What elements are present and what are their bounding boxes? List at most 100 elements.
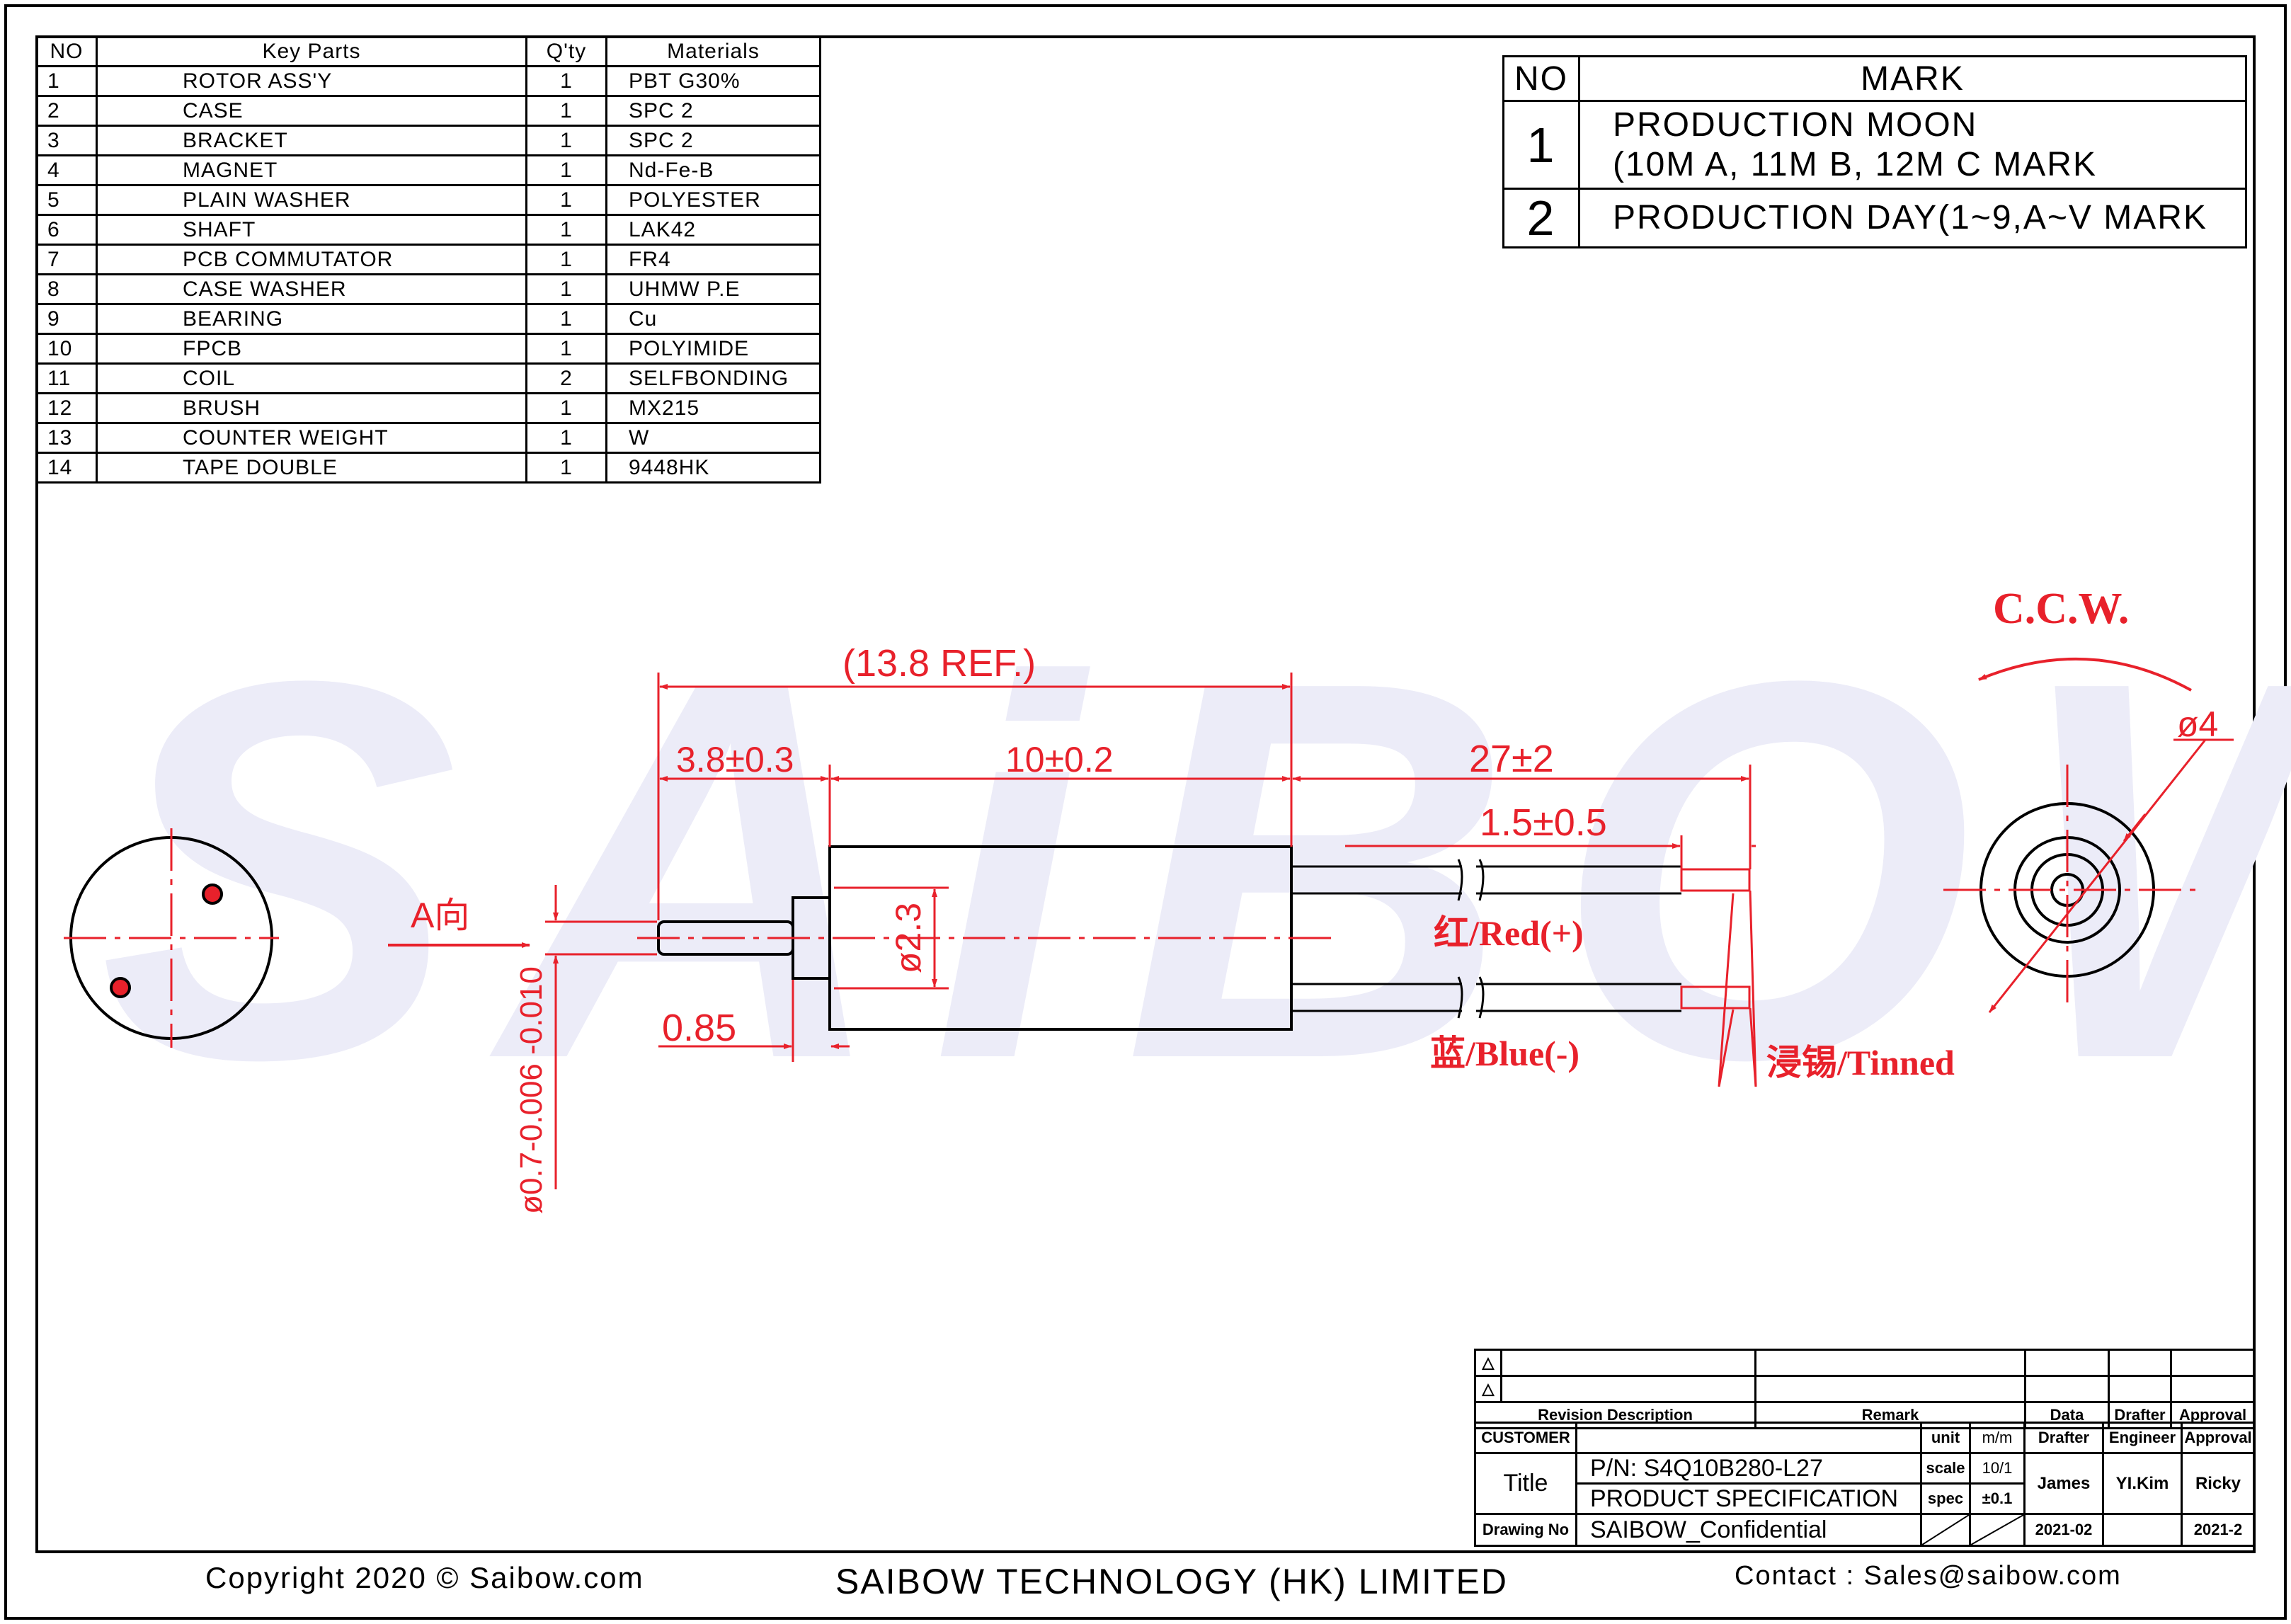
mark-row-text: PRODUCTION MOON(10M A, 11M B, 12M C MARK [1578, 100, 2247, 190]
parts-cell: PCB COMMUTATOR [96, 244, 527, 275]
parts-cell: PLAIN WASHER [96, 184, 527, 216]
parts-cell: 1 [525, 333, 607, 365]
parts-cell: 1 [525, 303, 607, 335]
engineer-label: Engineer [2102, 1422, 2183, 1454]
parts-cell: COUNTER WEIGHT [96, 422, 527, 454]
parts-cell: POLYESTER [605, 184, 821, 216]
dim-body-diameter: ø2.3 [889, 903, 928, 973]
unit-label: unit [1920, 1422, 1971, 1454]
mark-row-no: 2 [1502, 188, 1580, 248]
parts-cell: FR4 [605, 244, 821, 275]
parts-cell: MX215 [605, 392, 821, 424]
parts-cell: 4 [35, 154, 98, 186]
parts-cell: 3 [35, 125, 98, 156]
parts-cell: LAK42 [605, 214, 821, 246]
outer-border [4, 4, 2287, 1620]
parts-cell: FPCB [96, 333, 527, 365]
parts-cell: SELFBONDING [605, 362, 821, 394]
parts-cell: UHMW P.E [605, 273, 821, 305]
parts-cell: 1 [525, 452, 607, 484]
parts-cell: CASE WASHER [96, 273, 527, 305]
blue-wire-label: 蓝/Blue(-) [1430, 1034, 1579, 1073]
parts-cell: PBT G30% [605, 65, 821, 97]
parts-cell: MAGNET [96, 154, 527, 186]
parts-cell: 9448HK [605, 452, 821, 484]
parts-cell: COIL [96, 362, 527, 394]
parts-cell: 5 [35, 184, 98, 216]
company-name: SAIBOW TECHNOLOGY (HK) LIMITED [835, 1562, 1508, 1601]
parts-cell: 2 [525, 362, 607, 394]
parts-cell: BRACKET [96, 125, 527, 156]
parts-cell: 1 [525, 392, 607, 424]
end-view-left [64, 828, 279, 1048]
dim-overall: (13.8 REF.) [842, 642, 1036, 685]
engineer-name: YI.Kim [2102, 1452, 2183, 1515]
tinned-label: 浸锡/Tinned [1766, 1043, 1955, 1082]
mark-row-text: PRODUCTION DAY(1~9,A~V MARK [1578, 188, 2247, 248]
revision-icon: △ [1474, 1375, 1502, 1403]
parts-cell: 2 [35, 95, 98, 127]
watermark: SAiBOW [99, 570, 2291, 1171]
parts-header-0: NO [35, 35, 98, 67]
parts-cell: 9 [35, 303, 98, 335]
end-view-right [1943, 657, 2234, 1013]
parts-cell: POLYIMIDE [605, 333, 821, 365]
parts-cell: W [605, 422, 821, 454]
mark-header-mark: MARK [1578, 55, 2247, 102]
unit-value: m/m [1969, 1422, 2026, 1454]
title-label: Title [1474, 1452, 1577, 1515]
parts-cell: 7 [35, 244, 98, 275]
title-block: △ △ Revision Description Remark Data Dra… [1474, 1349, 2256, 1429]
view-direction-label: A向 [411, 896, 469, 935]
parts-cell: 11 [35, 362, 98, 394]
parts-cell: 14 [35, 452, 98, 484]
parts-cell: 1 [525, 214, 607, 246]
parts-cell: 13 [35, 422, 98, 454]
dimension-lines [545, 673, 1757, 1189]
parts-cell: 1 [35, 65, 98, 97]
parts-cell: SPC 2 [605, 125, 821, 156]
part-number: P/N: S4Q10B280-L27 [1575, 1452, 1922, 1485]
parts-cell: BRUSH [96, 392, 527, 424]
dim-end-diameter: ø4 [2177, 704, 2218, 744]
parts-cell: TAPE DOUBLE [96, 452, 527, 484]
date-drafted: 2021-02 [2023, 1513, 2104, 1547]
parts-cell: Cu [605, 303, 821, 335]
drawing-frame [35, 35, 2256, 1553]
parts-cell: ROTOR ASS'Y [96, 65, 527, 97]
mark-row-no: 1 [1502, 100, 1580, 190]
motor-side-view [637, 845, 1751, 1031]
parts-cell: 10 [35, 333, 98, 365]
approval-label: Approval [2181, 1422, 2256, 1454]
dim-wire-length: 27±2 [1469, 738, 1554, 780]
parts-cell: CASE [96, 95, 527, 127]
contact-link[interactable]: Contact : Sales@saibow.com [1735, 1561, 2122, 1591]
mark-table: NO MARK 1 PRODUCTION MOON(10M A, 11M B, … [1502, 55, 2247, 248]
date-approved: 2021-2 [2181, 1513, 2256, 1547]
revision-icon: △ [1474, 1349, 1502, 1377]
parts-cell: 1 [525, 244, 607, 275]
drawing-no: SAIBOW_Confidential [1575, 1513, 1922, 1547]
parts-cell: BEARING [96, 303, 527, 335]
parts-cell: 1 [525, 95, 607, 127]
parts-cell: 1 [525, 422, 607, 454]
parts-cell: SPC 2 [605, 95, 821, 127]
dim-body-length: 10±0.2 [1005, 740, 1114, 779]
parts-cell: Nd-Fe-B [605, 154, 821, 186]
parts-cell: 1 [525, 125, 607, 156]
mark-header-no: NO [1502, 55, 1580, 102]
